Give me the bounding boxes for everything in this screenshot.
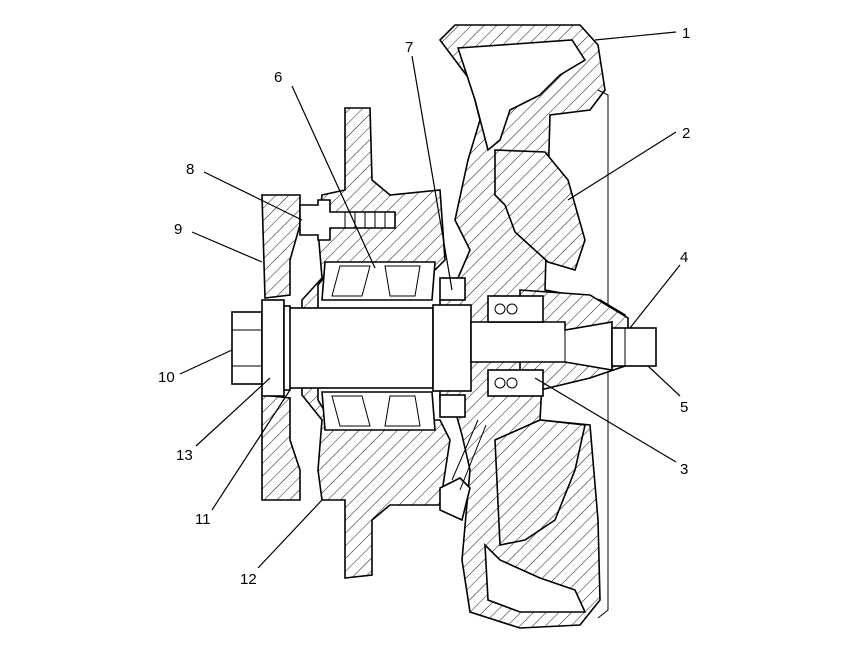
shaft-collar <box>432 304 472 392</box>
leader-13 <box>195 377 271 447</box>
leader-5 <box>647 365 681 397</box>
rear-nut <box>611 327 657 367</box>
impeller <box>494 149 586 271</box>
callout-11: 11 <box>195 511 211 528</box>
leader-4 <box>629 264 681 329</box>
bearing-upper <box>321 261 436 301</box>
callout-6: 6 <box>274 69 282 86</box>
seal-spring-1 <box>494 303 506 315</box>
leader-7 <box>411 55 453 291</box>
callout-9: 9 <box>174 221 182 238</box>
hub-flange-lower <box>261 394 301 501</box>
impeller-lower <box>494 419 586 546</box>
leader-8 <box>203 171 303 221</box>
callout-10: 10 <box>158 369 175 386</box>
bolt-thread <box>344 212 386 228</box>
mech-seal-upper <box>487 295 544 323</box>
leader-1 <box>594 31 677 41</box>
bearing-lower <box>321 391 436 431</box>
hub-flange <box>261 194 301 299</box>
callout-7: 7 <box>405 39 413 56</box>
front-nut <box>231 311 263 385</box>
callout-8: 8 <box>186 161 194 178</box>
shaft <box>282 307 434 389</box>
seal-spring-3 <box>494 377 506 389</box>
housing-inner-cavity <box>456 39 587 152</box>
shaft-tail <box>470 321 613 371</box>
leader-9 <box>191 231 263 263</box>
leader-10 <box>179 349 233 375</box>
bearing-roller-2 <box>384 265 421 297</box>
leader-3 <box>534 377 677 463</box>
weep-pipe-channel <box>451 419 487 491</box>
oil-seal-upper <box>439 277 466 301</box>
weep-pipe <box>439 477 471 522</box>
callout-2: 2 <box>682 125 690 142</box>
mech-seal-lower <box>487 369 544 397</box>
housing-bolt <box>299 199 396 241</box>
leader-2 <box>567 131 677 201</box>
lock-ring <box>283 305 291 391</box>
callout-1: 1 <box>682 25 690 42</box>
bearing-roller-4 <box>384 395 421 427</box>
oil-seal-lower <box>439 394 466 418</box>
callout-5: 5 <box>680 399 688 416</box>
seal-spring-4 <box>506 377 518 389</box>
callout-3: 3 <box>680 461 688 478</box>
callout-13: 13 <box>176 447 193 464</box>
housing-lower-cavity <box>484 542 587 613</box>
leader-11 <box>211 389 291 511</box>
leader-12 <box>257 499 323 569</box>
bearing-roller-1 <box>331 265 371 297</box>
bearing-roller-3 <box>331 395 371 427</box>
seal-spring-2 <box>506 303 518 315</box>
callout-4: 4 <box>680 249 688 266</box>
leader-6 <box>291 85 376 269</box>
callout-12: 12 <box>240 571 257 588</box>
